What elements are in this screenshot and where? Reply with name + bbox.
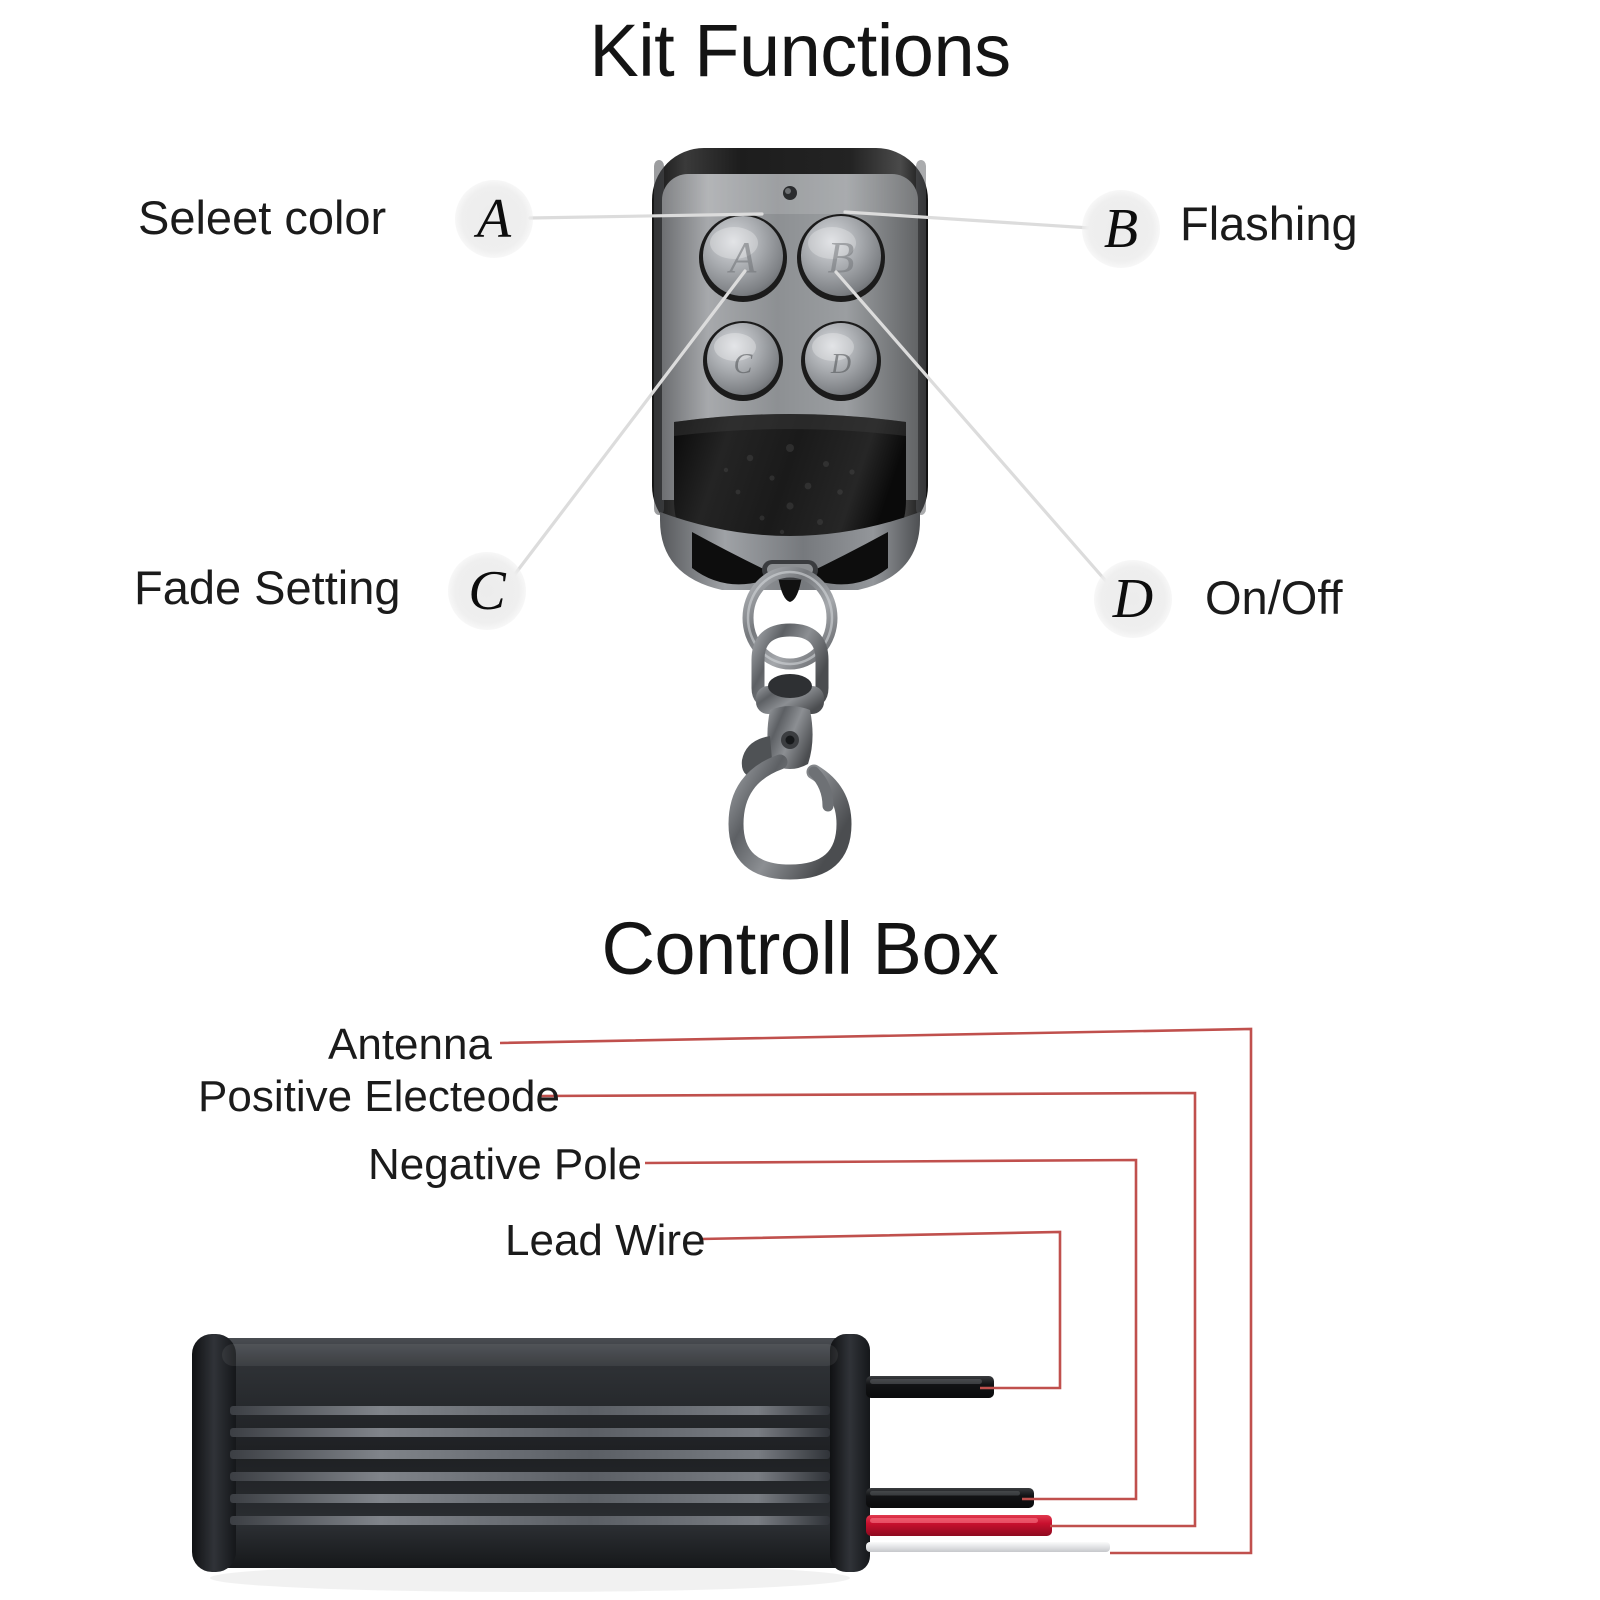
- callout-badge-d[interactable]: D: [1094, 560, 1172, 638]
- control-box-title: Controll Box: [601, 907, 999, 990]
- callout-label-d: On/Off: [1205, 571, 1343, 624]
- callout-badge-b[interactable]: B: [1082, 190, 1160, 268]
- box-callout-label-lead-wire: Lead Wire: [505, 1216, 706, 1265]
- callout-badge-a[interactable]: A: [455, 180, 533, 258]
- svg-text:A: A: [727, 233, 758, 282]
- svg-text:C: C: [734, 349, 753, 380]
- callout-label-c: Fade Setting: [134, 561, 401, 614]
- control-box-image: [192, 1334, 1110, 1592]
- box-callout-label-negative-pole: Negative Pole: [368, 1140, 642, 1189]
- box-callout-label-antenna: Antenna: [328, 1020, 492, 1069]
- svg-text:B: B: [828, 233, 855, 282]
- svg-text:D: D: [830, 349, 851, 380]
- callout-badge-c[interactable]: C: [448, 552, 526, 630]
- thin-white-wire: [866, 1542, 1110, 1552]
- callout-label-a: Seleet color: [138, 191, 387, 244]
- callout-label-b: Flashing: [1180, 197, 1358, 250]
- kit-functions-title: Kit Functions: [589, 9, 1011, 92]
- remote-control-image: A B C D: [652, 148, 928, 880]
- box-callout-label-positive-electrode: Positive Electeode: [198, 1072, 560, 1121]
